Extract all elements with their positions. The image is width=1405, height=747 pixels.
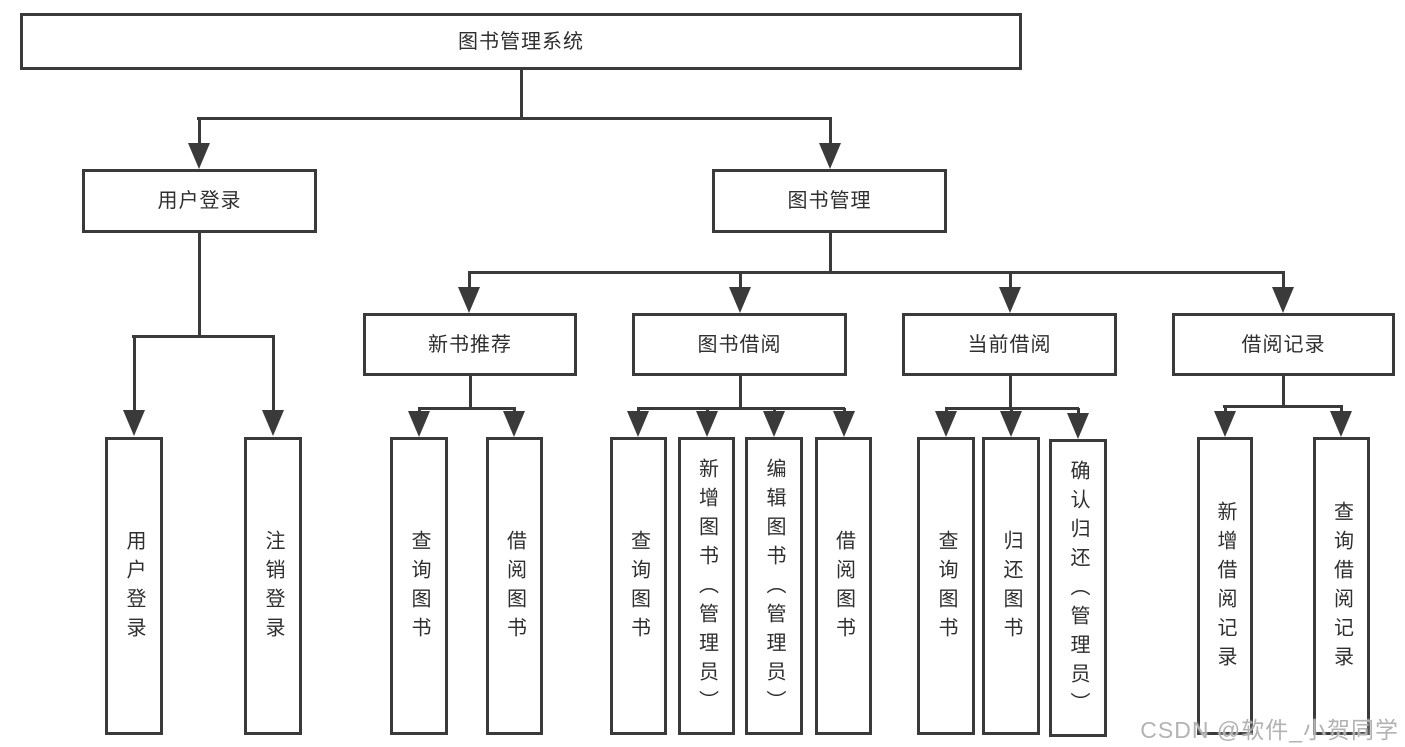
node-book-borrowing: 图书借阅 — [632, 313, 847, 376]
connector-stem — [829, 118, 832, 147]
node-root: 图书管理系统 — [20, 13, 1022, 70]
connector-line — [197, 117, 832, 120]
leaf-query-books-current: 查询图书 — [917, 437, 975, 735]
connector-stem — [1009, 272, 1012, 291]
connector-line — [829, 233, 832, 273]
node-borrowing-records: 借阅记录 — [1172, 313, 1395, 376]
connector-line — [198, 233, 201, 337]
csdn-watermark: CSDN @软件_小贺同学 — [1140, 717, 1399, 743]
leaf-borrow-books-borrowing: 借阅图书 — [815, 437, 872, 735]
connector-line — [418, 407, 516, 410]
leaf-add-books-admin: 新增图书（管理员） — [678, 437, 735, 735]
connector-stem — [1224, 406, 1227, 415]
arrowhead-down-icon — [819, 143, 841, 169]
arrowhead-down-icon — [1272, 287, 1294, 313]
connector-stem — [198, 118, 201, 147]
arrowhead-down-icon — [1000, 411, 1022, 437]
connector-line — [1282, 376, 1285, 407]
arrowhead-down-icon — [123, 410, 145, 436]
leaf-borrow-books-recommend: 借阅图书 — [486, 437, 543, 735]
leaf-return-books: 归还图书 — [982, 437, 1040, 735]
node-book-management: 图书管理 — [712, 169, 947, 233]
connector-line — [468, 271, 1285, 274]
node-user-login-group: 用户登录 — [82, 169, 317, 233]
connector-line — [637, 407, 845, 410]
connector-stem — [272, 336, 275, 414]
connector-stem — [1282, 272, 1285, 291]
arrowhead-down-icon — [763, 411, 785, 437]
arrowhead-down-icon — [833, 411, 855, 437]
leaf-logout: 注销登录 — [244, 437, 302, 735]
leaf-query-books-borrowing: 查询图书 — [610, 437, 667, 735]
arrowhead-down-icon — [935, 411, 957, 437]
leaf-query-books-recommend: 查询图书 — [390, 437, 448, 735]
node-new-book-recommend: 新书推荐 — [363, 313, 577, 376]
connector-stem — [1340, 406, 1343, 415]
connector-line — [739, 376, 742, 409]
connector-stem — [739, 272, 742, 291]
arrowhead-down-icon — [627, 411, 649, 437]
connector-line — [132, 335, 275, 338]
connector-line — [469, 376, 472, 409]
arrowhead-down-icon — [408, 411, 430, 437]
connector-stem — [468, 272, 471, 291]
arrowhead-down-icon — [999, 287, 1021, 313]
arrowhead-down-icon — [188, 143, 210, 169]
arrowhead-down-icon — [503, 411, 525, 437]
arrowhead-down-icon — [696, 411, 718, 437]
connector-stem — [1077, 408, 1080, 417]
arrowhead-down-icon — [1067, 413, 1089, 439]
leaf-edit-books-admin: 编辑图书（管理员） — [745, 437, 803, 735]
leaf-add-borrow-record: 新增借阅记录 — [1197, 437, 1253, 735]
connector-line — [1223, 405, 1343, 408]
leaf-user-login: 用户登录 — [105, 437, 163, 735]
connector-line — [1009, 376, 1012, 409]
node-current-borrowing: 当前借阅 — [902, 313, 1117, 376]
leaf-query-borrow-record: 查询借阅记录 — [1313, 437, 1370, 735]
arrowhead-down-icon — [262, 410, 284, 436]
connector-line — [520, 70, 523, 119]
connector-stem — [133, 336, 136, 414]
arrowhead-down-icon — [1330, 411, 1352, 437]
leaf-confirm-return-admin: 确认归还（管理员） — [1049, 439, 1107, 737]
arrowhead-down-icon — [1214, 411, 1236, 437]
arrowhead-down-icon — [458, 287, 480, 313]
arrowhead-down-icon — [729, 287, 751, 313]
